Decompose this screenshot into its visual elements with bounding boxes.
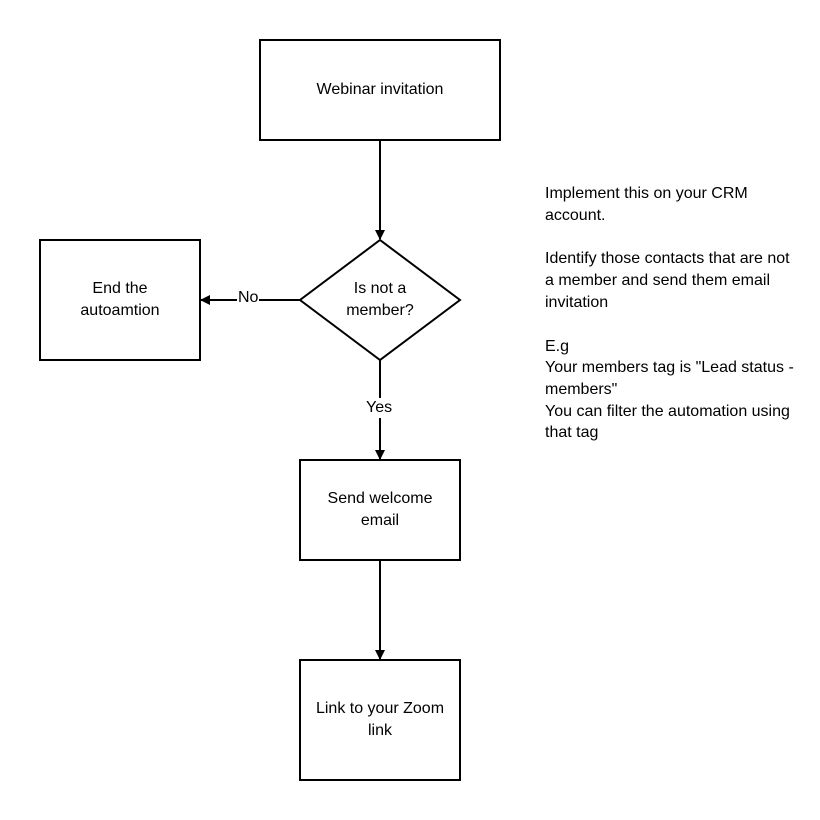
send-welcome-email-box <box>299 459 461 561</box>
send-welcome-email-label: Send welcome email <box>327 490 433 529</box>
instructions-note: Implement this on your CRM account. Iden… <box>545 183 795 444</box>
note-example-heading: E.g <box>545 337 570 355</box>
webinar-invitation-box <box>259 39 501 141</box>
note-paragraph-identify: Identify those contacts that are not a m… <box>545 250 790 311</box>
member-decision-label: Is not a member? <box>346 280 414 319</box>
note-example-tag: Your members tag is "Lead status - membe… <box>545 359 794 398</box>
note-paragraph-crm: Implement this on your CRM account. <box>545 185 748 224</box>
end-automation-box <box>39 239 201 361</box>
zoom-link-label: Link to your Zoom link <box>315 700 445 739</box>
webinar-invitation-label: Webinar invitation <box>316 81 444 98</box>
edge-label-no: No <box>237 288 260 308</box>
end-automation-label: End the autoamtion <box>80 280 160 319</box>
note-example-filter: You can filter the automation using that… <box>545 402 790 442</box>
edge-label-yes: Yes <box>365 398 394 418</box>
note-paragraph-example: E.g Your members tag is "Lead status - m… <box>545 336 795 445</box>
zoom-link-box <box>299 659 461 781</box>
